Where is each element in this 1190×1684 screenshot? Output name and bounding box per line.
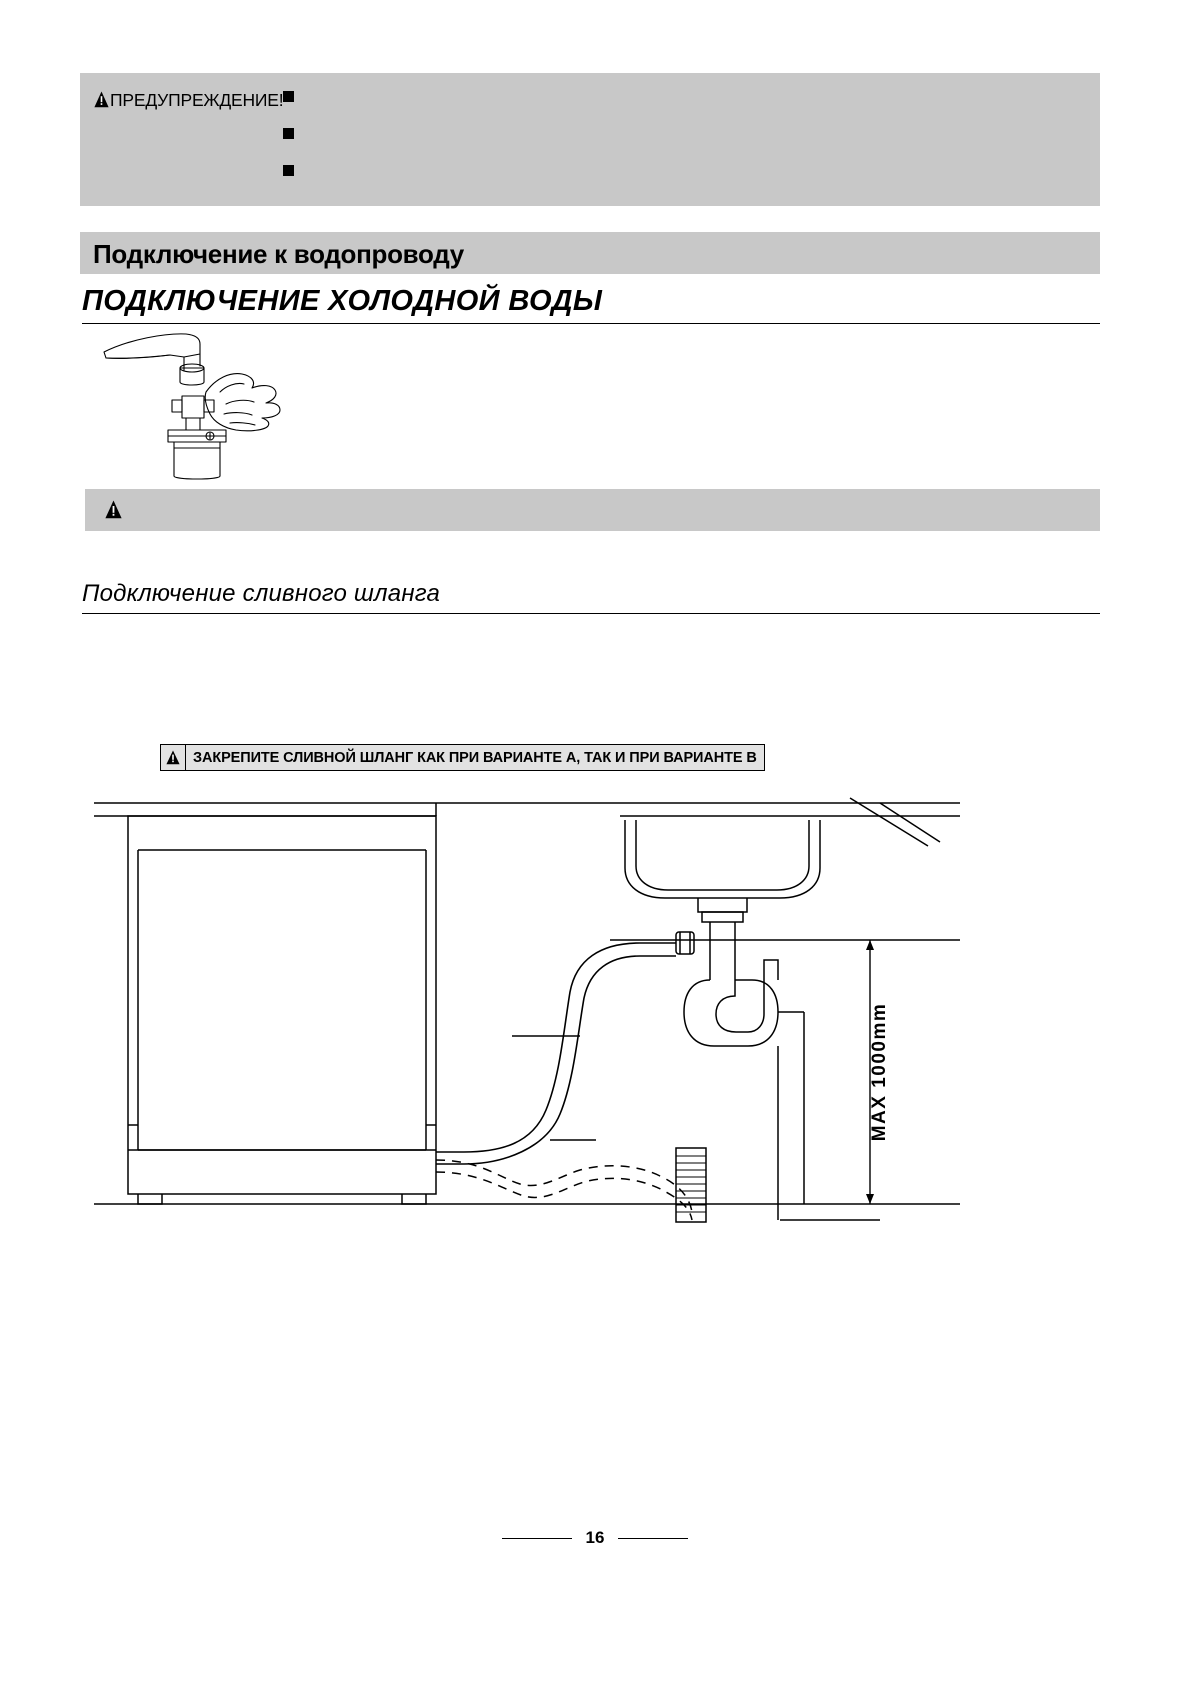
footer-rule-left [501,1537,572,1539]
section-title-bar: Подключение к водопроводу [80,232,1100,274]
dishwasher-drain-hose-installation-diagram: MAX 1000mm [80,780,1100,1260]
faucet-hand-connection-illustration [100,330,320,480]
warning-bullet-item [283,87,1073,120]
warning-triangle-icon [94,91,109,108]
caution-strip [85,489,1100,531]
warning-heading: ПРЕДУПРЕЖДЕНИЕ! [94,90,284,110]
warning-bullet-item [283,124,1073,157]
diagram-warning-banner: ЗАКРЕПИТЕ СЛИВНОЙ ШЛАНГ КАК ПРИ ВАРИАНТЕ… [160,744,765,771]
drain-hose-heading: Подключение сливного шланга [82,580,441,607]
warning-bullet-list [283,87,1073,194]
warning-triangle-icon [105,500,122,519]
section-title: Подключение к водопроводу [93,239,464,269]
warning-bullet-item [283,161,1073,194]
page-footer: 16 [0,1528,1190,1548]
warning-title: ПРЕДУПРЕЖДЕНИЕ! [110,90,284,110]
page-number: 16 [585,1528,605,1547]
diagram-warning-text: ЗАКРЕПИТЕ СЛИВНОЙ ШЛАНГ КАК ПРИ ВАРИАНТЕ… [193,749,757,766]
cold-water-heading-wrapper: ПОДКЛЮЧЕНИЕ ХОЛОДНОЙ ВОДЫ [82,285,1100,324]
footer-rule-right [618,1537,689,1539]
warning-triangle-icon [161,745,186,770]
cold-water-heading: ПОДКЛЮЧЕНИЕ ХОЛОДНОЙ ВОДЫ [82,285,603,317]
warning-band: ПРЕДУПРЕЖДЕНИЕ! [80,73,1100,206]
drain-hose-heading-wrapper: Подключение сливного шланга [82,580,1100,614]
max-height-dimension-label: MAX 1000mm [869,1003,890,1142]
